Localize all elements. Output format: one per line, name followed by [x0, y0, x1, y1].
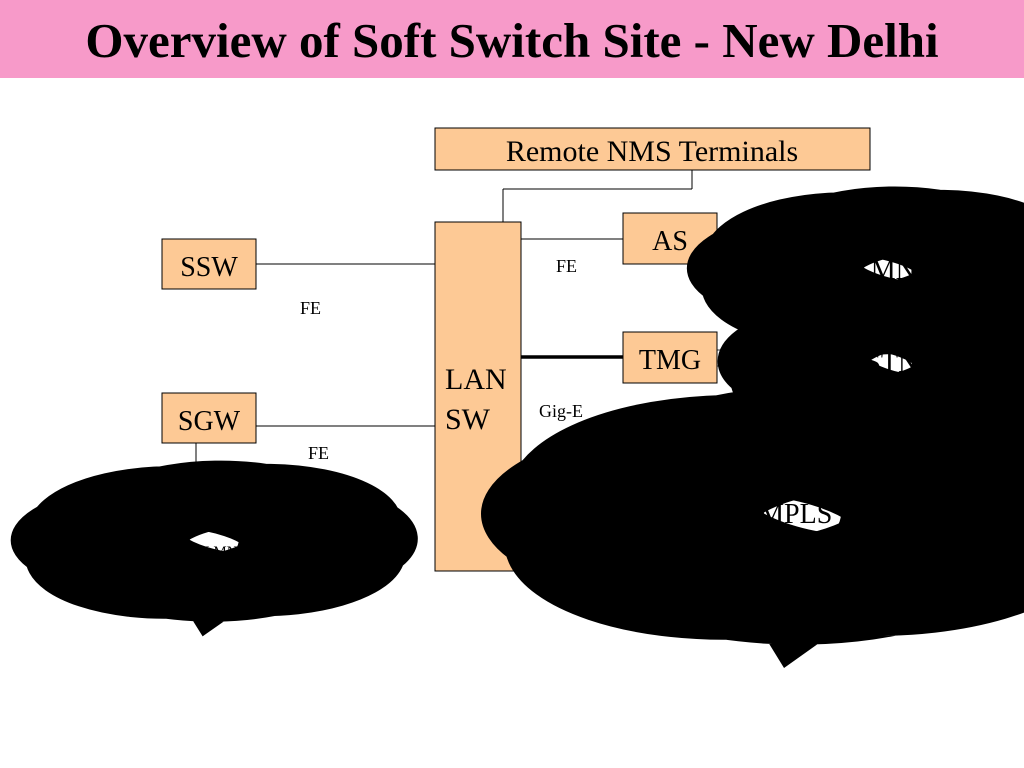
lan-label-line2: SW	[445, 403, 491, 436]
stp-label-line1: STP	[155, 524, 181, 540]
sgw-link-label: FE	[308, 443, 329, 463]
plmn-label: PLMN	[838, 255, 916, 286]
title-band	[0, 0, 1024, 78]
sgw-label: SGW	[178, 406, 241, 437]
pstn-label: PSTN	[850, 348, 918, 379]
mpls-link-label: Gig-E	[565, 529, 609, 549]
page-title: Overview of Soft Switch Site - New Delhi	[85, 13, 939, 68]
ssw-box	[161, 238, 257, 290]
mpls-label: MPLS Edge	[759, 499, 897, 530]
lan-label-line1: LAN	[445, 363, 507, 396]
nms-label: Remote NMS Terminals	[506, 135, 798, 168]
nms-box	[434, 127, 871, 171]
stp-label-line2: PSTN/PLMN	[155, 544, 238, 560]
as-label: AS	[652, 226, 688, 257]
ssw-label: SSW	[180, 252, 238, 283]
as-link-label: FE	[556, 256, 577, 276]
tmg-link-label: Gig-E	[539, 401, 583, 421]
tmg-external-label: E1/STM-1	[742, 401, 819, 421]
sgw-box	[161, 392, 257, 444]
tmg-label: TMG	[639, 345, 701, 376]
ssw-link-label: FE	[300, 298, 321, 318]
tmg-box	[622, 331, 718, 384]
